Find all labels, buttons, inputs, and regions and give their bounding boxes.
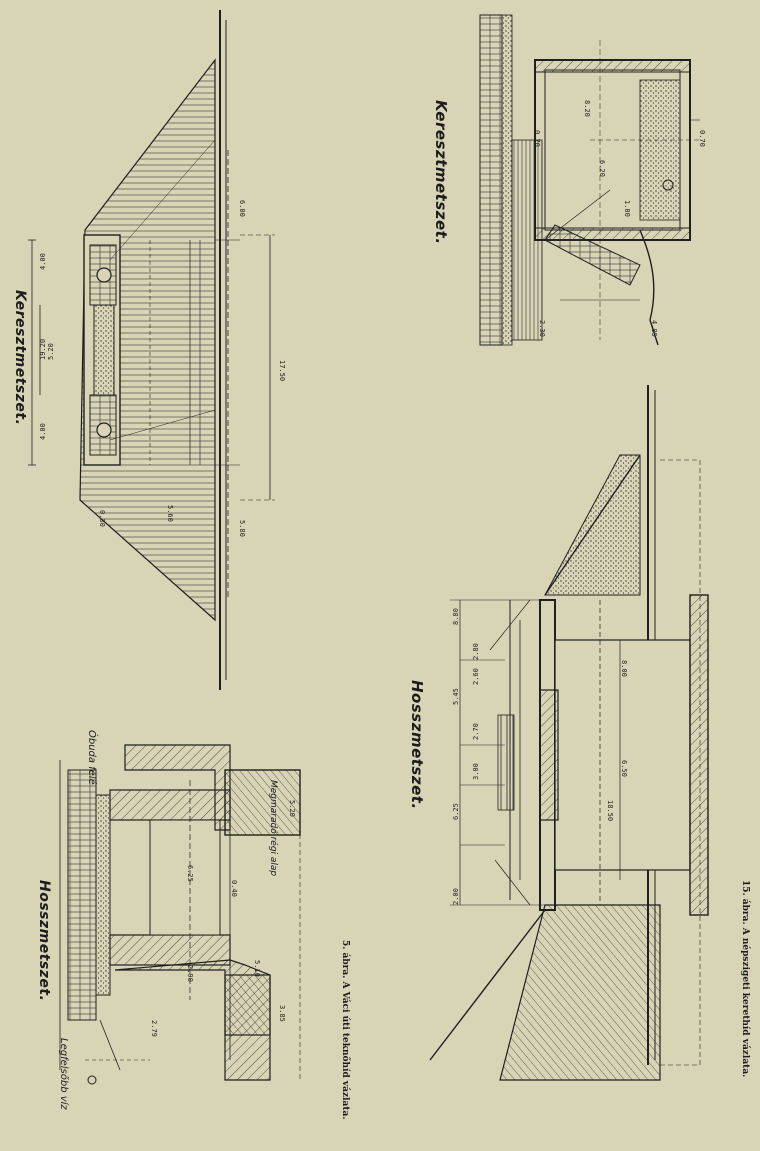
d2-dim-0: 8.80	[452, 608, 460, 625]
drawing2-dimension-labels: 8.80 5.45 6.25 2.00 2.60 2.70 3.00 2.80 …	[452, 100, 706, 905]
d2-long-section-title: Hosszmetszet.	[408, 680, 426, 810]
drawing1-cross-section	[28, 10, 275, 690]
d1-dim-12: 0.40	[230, 880, 238, 897]
d2-dim-8: 18.50	[606, 800, 614, 821]
d1-long-section-title: Hosszmetszet.	[36, 880, 52, 1002]
d1-dim-4: 6.00	[238, 200, 246, 217]
d2-dim-11: 2.30	[538, 320, 546, 337]
d2-caption: 15. ábra. A népszigeti kerethíd vázlata.	[740, 880, 750, 1078]
d1-dim-14: 5.20	[288, 800, 296, 817]
d1-foundation-label: Megmaradó régi alap	[268, 780, 278, 877]
d2-dim-5: 2.70	[472, 723, 480, 740]
d2-dim-15: 6.20	[598, 160, 606, 177]
d1-dim-11: 2.90	[186, 965, 194, 982]
d2-dim-4: 2.60	[472, 668, 480, 685]
d1-dim-13: 5.10	[253, 960, 261, 977]
d2-dim-3: 2.00	[452, 888, 460, 905]
d2-dim-2: 6.25	[452, 803, 460, 820]
d1-dim-6: 17.50	[278, 360, 286, 381]
d2-dim-13: 0.70	[533, 130, 541, 147]
d1-dim-15: 3.85	[278, 1005, 286, 1022]
d2-dim-1: 5.45	[452, 688, 460, 705]
d1-dim-1: 19.20	[39, 339, 47, 360]
drawing1-long-section	[59, 744, 301, 1085]
d2-dim-10: 6.50	[620, 760, 628, 777]
d2-dim-9: 8.00	[620, 660, 628, 677]
d1-water-level-label: Legfelsőbb víz	[58, 1038, 69, 1110]
d1-dim-9: 2.79	[150, 1020, 158, 1037]
d2-dim-14: 8.20	[583, 100, 591, 117]
d2-dim-6: 3.00	[472, 763, 480, 780]
d2-dim-17: 4.05	[650, 320, 658, 337]
d1-dim-2: 5.20	[47, 343, 55, 360]
d1-dim-7: 0.30	[98, 510, 106, 527]
drawing2-cross-section	[479, 14, 700, 346]
d2-dim-7: 2.80	[472, 643, 480, 660]
d1-caption: 5. ábra. A Váci úti teknőhíd vázlata.	[340, 940, 350, 1120]
drawing1-dimension-labels: 4.00 19.20 5.20 4.00 6.00 5.80 17.50 0.3…	[39, 200, 296, 1037]
d1-dim-10: 6.25	[186, 865, 194, 882]
d1-cross-section-title: Keresztmetszet.	[12, 290, 28, 426]
d2-dim-16: 1.00	[623, 200, 631, 217]
drawing2-long-section	[429, 385, 709, 1081]
d1-dim-8: 5.60	[166, 505, 174, 522]
d2-dim-12: 0.70	[698, 130, 706, 147]
d1-bridge-end-label: Óbuda felé	[86, 730, 97, 785]
d1-dim-0: 4.00	[39, 253, 47, 270]
d2-cross-section-title: Keresztmetszet.	[432, 100, 450, 245]
d1-dim-5: 5.80	[238, 520, 246, 537]
d1-dim-3: 4.00	[39, 423, 47, 440]
